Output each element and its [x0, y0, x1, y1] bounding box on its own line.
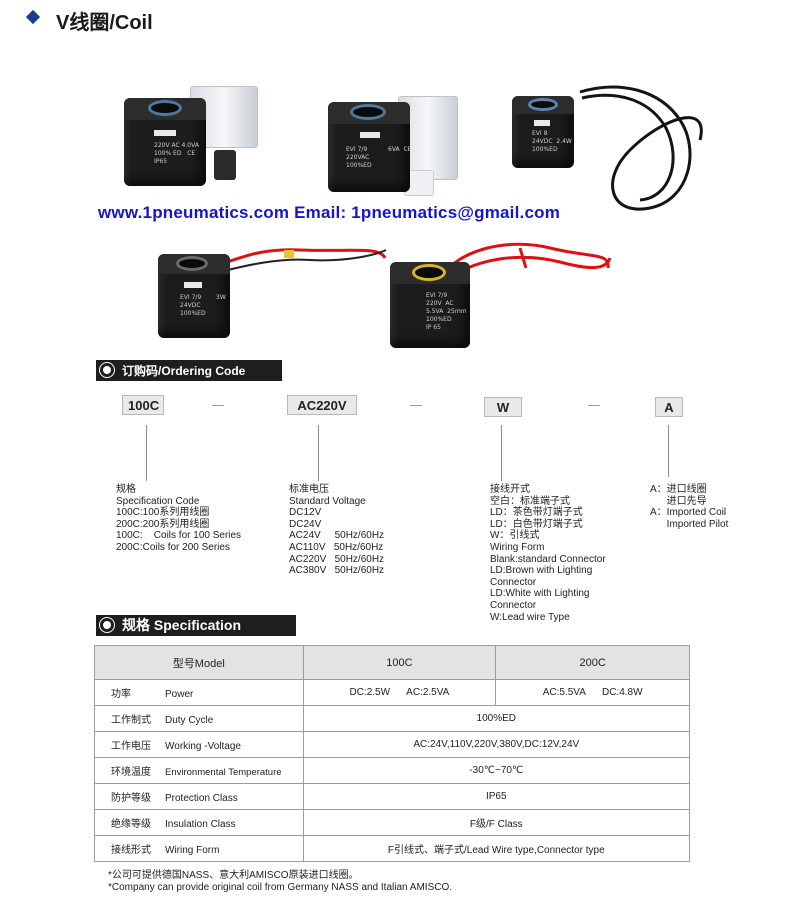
row-label-cn: 工作电压: [111, 741, 151, 752]
lead-wire-image: [579, 85, 703, 211]
table-row: 工作制式 Duty Cycle 100%ED: [94, 705, 691, 732]
connector-gland-image: [404, 170, 434, 196]
cell-value: F引线式、端子式/Lead Wire type,Connector type: [302, 835, 691, 862]
voltage-description: 标准电压 Standard Voltage DC12V DC24V AC24V …: [289, 484, 385, 577]
table-header-row: 型号Model 100C 200C: [94, 645, 690, 680]
coil-label: EVI 7/9 24VDC 100%ED: [180, 294, 206, 317]
table-row: 绝缘等级 Insulation Class F级/F Class: [94, 809, 691, 836]
page-title: V线圈/Coil: [56, 12, 153, 34]
specification-title: 规格 Specification: [122, 617, 242, 633]
coil-core-hole-icon: [412, 264, 446, 281]
row-label-en: Working -Voltage: [165, 741, 241, 752]
row-label-cn: 功率: [111, 689, 131, 700]
section-divider: [96, 379, 282, 381]
lead-wire-image: [209, 248, 387, 275]
specification-table: 型号Model 100C 200C 功率 Power DC:2.5W AC:2.5…: [94, 645, 691, 862]
row-label-cn: 绝缘等级: [111, 819, 151, 830]
import-description: A：进口线圈 进口先导 A：Imported Coil Imported Pil…: [650, 484, 729, 530]
wiring-description: 接线开式 空白：标准端子式 LD：茶色带灯端子式 LD：白色带灯端子式 W：引线…: [490, 484, 606, 623]
coil-core-hole-icon: [148, 100, 182, 116]
table-row: 防护等级 Protection Class IP65: [94, 783, 691, 810]
coil-image: EVI 7/9 24VDC 100%ED 3W: [158, 254, 230, 338]
code-box-import: A: [655, 397, 683, 417]
row-label-en: Insulation Class: [165, 819, 236, 830]
column-header-200c: 200C: [495, 645, 690, 680]
cell-100c-power: DC:2.5W AC:2.5VA: [302, 679, 497, 706]
coil-core-hole-icon: [350, 104, 386, 120]
coil-label: EVI 8 24VDC 2.4W 100%ED: [532, 130, 572, 153]
coil-image: EVI 7/9 220V AC 5.5VA 25mm 100%ED IP 65: [390, 262, 470, 348]
row-label-cn: 防护等级: [111, 793, 151, 804]
coil-side-label: 3W: [216, 294, 226, 301]
coil-image: EVI 7/9 220VAC 100%ED 6VA CE: [328, 102, 412, 192]
specification-header: 规格 Specification: [96, 615, 296, 635]
code-box-wiring: W: [484, 397, 522, 417]
row-label-en: Duty Cycle: [165, 715, 214, 726]
row-label-en: Power: [165, 689, 194, 700]
coil-core-hole-icon: [176, 256, 208, 271]
footnote-en: *Company can provide original coil from …: [108, 882, 453, 893]
coil-image: EVI 8 24VDC 2.4W 100%ED: [512, 96, 574, 168]
row-label-cn: 环境温度: [111, 767, 151, 778]
cell-value: -30℃~70℃: [302, 757, 691, 784]
product-photos: 220V AC 4.0VA 100% ED CE IP65 EVI 7/9 22…: [0, 0, 800, 350]
code-box-spec: 100C: [122, 395, 164, 415]
coil-label: 220V AC 4.0VA 100% ED CE IP65: [154, 142, 199, 165]
table-row: 接线形式 Wiring Form F引线式、端子式/Lead Wire type,…: [94, 835, 691, 862]
row-label-en: Protection Class: [165, 793, 238, 804]
bullet-icon: [99, 617, 115, 633]
cell-value: AC:24V,110V,220V,380V,DC:12V,24V: [302, 731, 691, 758]
coil-label: EVI 7/9 220VAC 100%ED: [346, 146, 372, 169]
cell-value: IP65: [302, 783, 691, 810]
row-label-en: Environmental Temperature: [165, 767, 282, 778]
coil-side-label: 6VA CE: [388, 146, 412, 153]
code-box-voltage: AC220V: [287, 395, 357, 415]
cell-value: 100%ED: [302, 705, 691, 732]
bullet-icon: [99, 362, 115, 378]
connector-gland-image: [214, 150, 236, 180]
coil-label: EVI 7/9 220V AC 5.5VA 25mm 100%ED IP 65: [426, 292, 467, 331]
code-leader-line: [146, 425, 147, 481]
watermark-text: www.1pneumatics.com Email: 1pneumatics@g…: [98, 203, 561, 222]
code-leader-line: [501, 425, 502, 481]
table-row: 工作电压 Working -Voltage AC:24V,110V,220V,38…: [94, 731, 691, 758]
column-header-100c: 100C: [302, 645, 497, 680]
row-label-cn: 接线形式: [111, 845, 151, 856]
table-row: 环境温度 Environmental Temperature -30℃~70℃: [94, 757, 691, 784]
table-row: 功率 Power DC:2.5W AC:2.5VA AC:5.5VA DC:4.8…: [94, 679, 690, 706]
code-separator: [588, 405, 600, 406]
code-separator: [410, 405, 422, 406]
row-label-cn: 工作制式: [111, 715, 151, 726]
spec-code-description: 规格 Specification Code 100C:100系列用线圈 200C…: [116, 484, 242, 553]
coil-core-hole-icon: [528, 98, 558, 111]
code-separator: [212, 405, 224, 406]
cell-200c-power: AC:5.5VA DC:4.8W: [495, 679, 690, 706]
ordering-code-title: 订购码/Ordering Code: [122, 363, 246, 378]
coil-image: 220V AC 4.0VA 100% ED CE IP65: [124, 98, 206, 186]
row-label-en: Wiring Form: [165, 845, 220, 856]
section-divider: [96, 634, 296, 636]
ordering-code-header: 订购码/Ordering Code: [96, 360, 282, 380]
footnote-cn: *公司可提供德国NASS、意大利AMISCO原装进口线圈。: [108, 870, 359, 881]
cell-value: F级/F Class: [302, 809, 691, 836]
column-header-model: 型号Model: [94, 645, 304, 680]
code-leader-line: [668, 425, 669, 477]
code-leader-line: [318, 425, 319, 481]
